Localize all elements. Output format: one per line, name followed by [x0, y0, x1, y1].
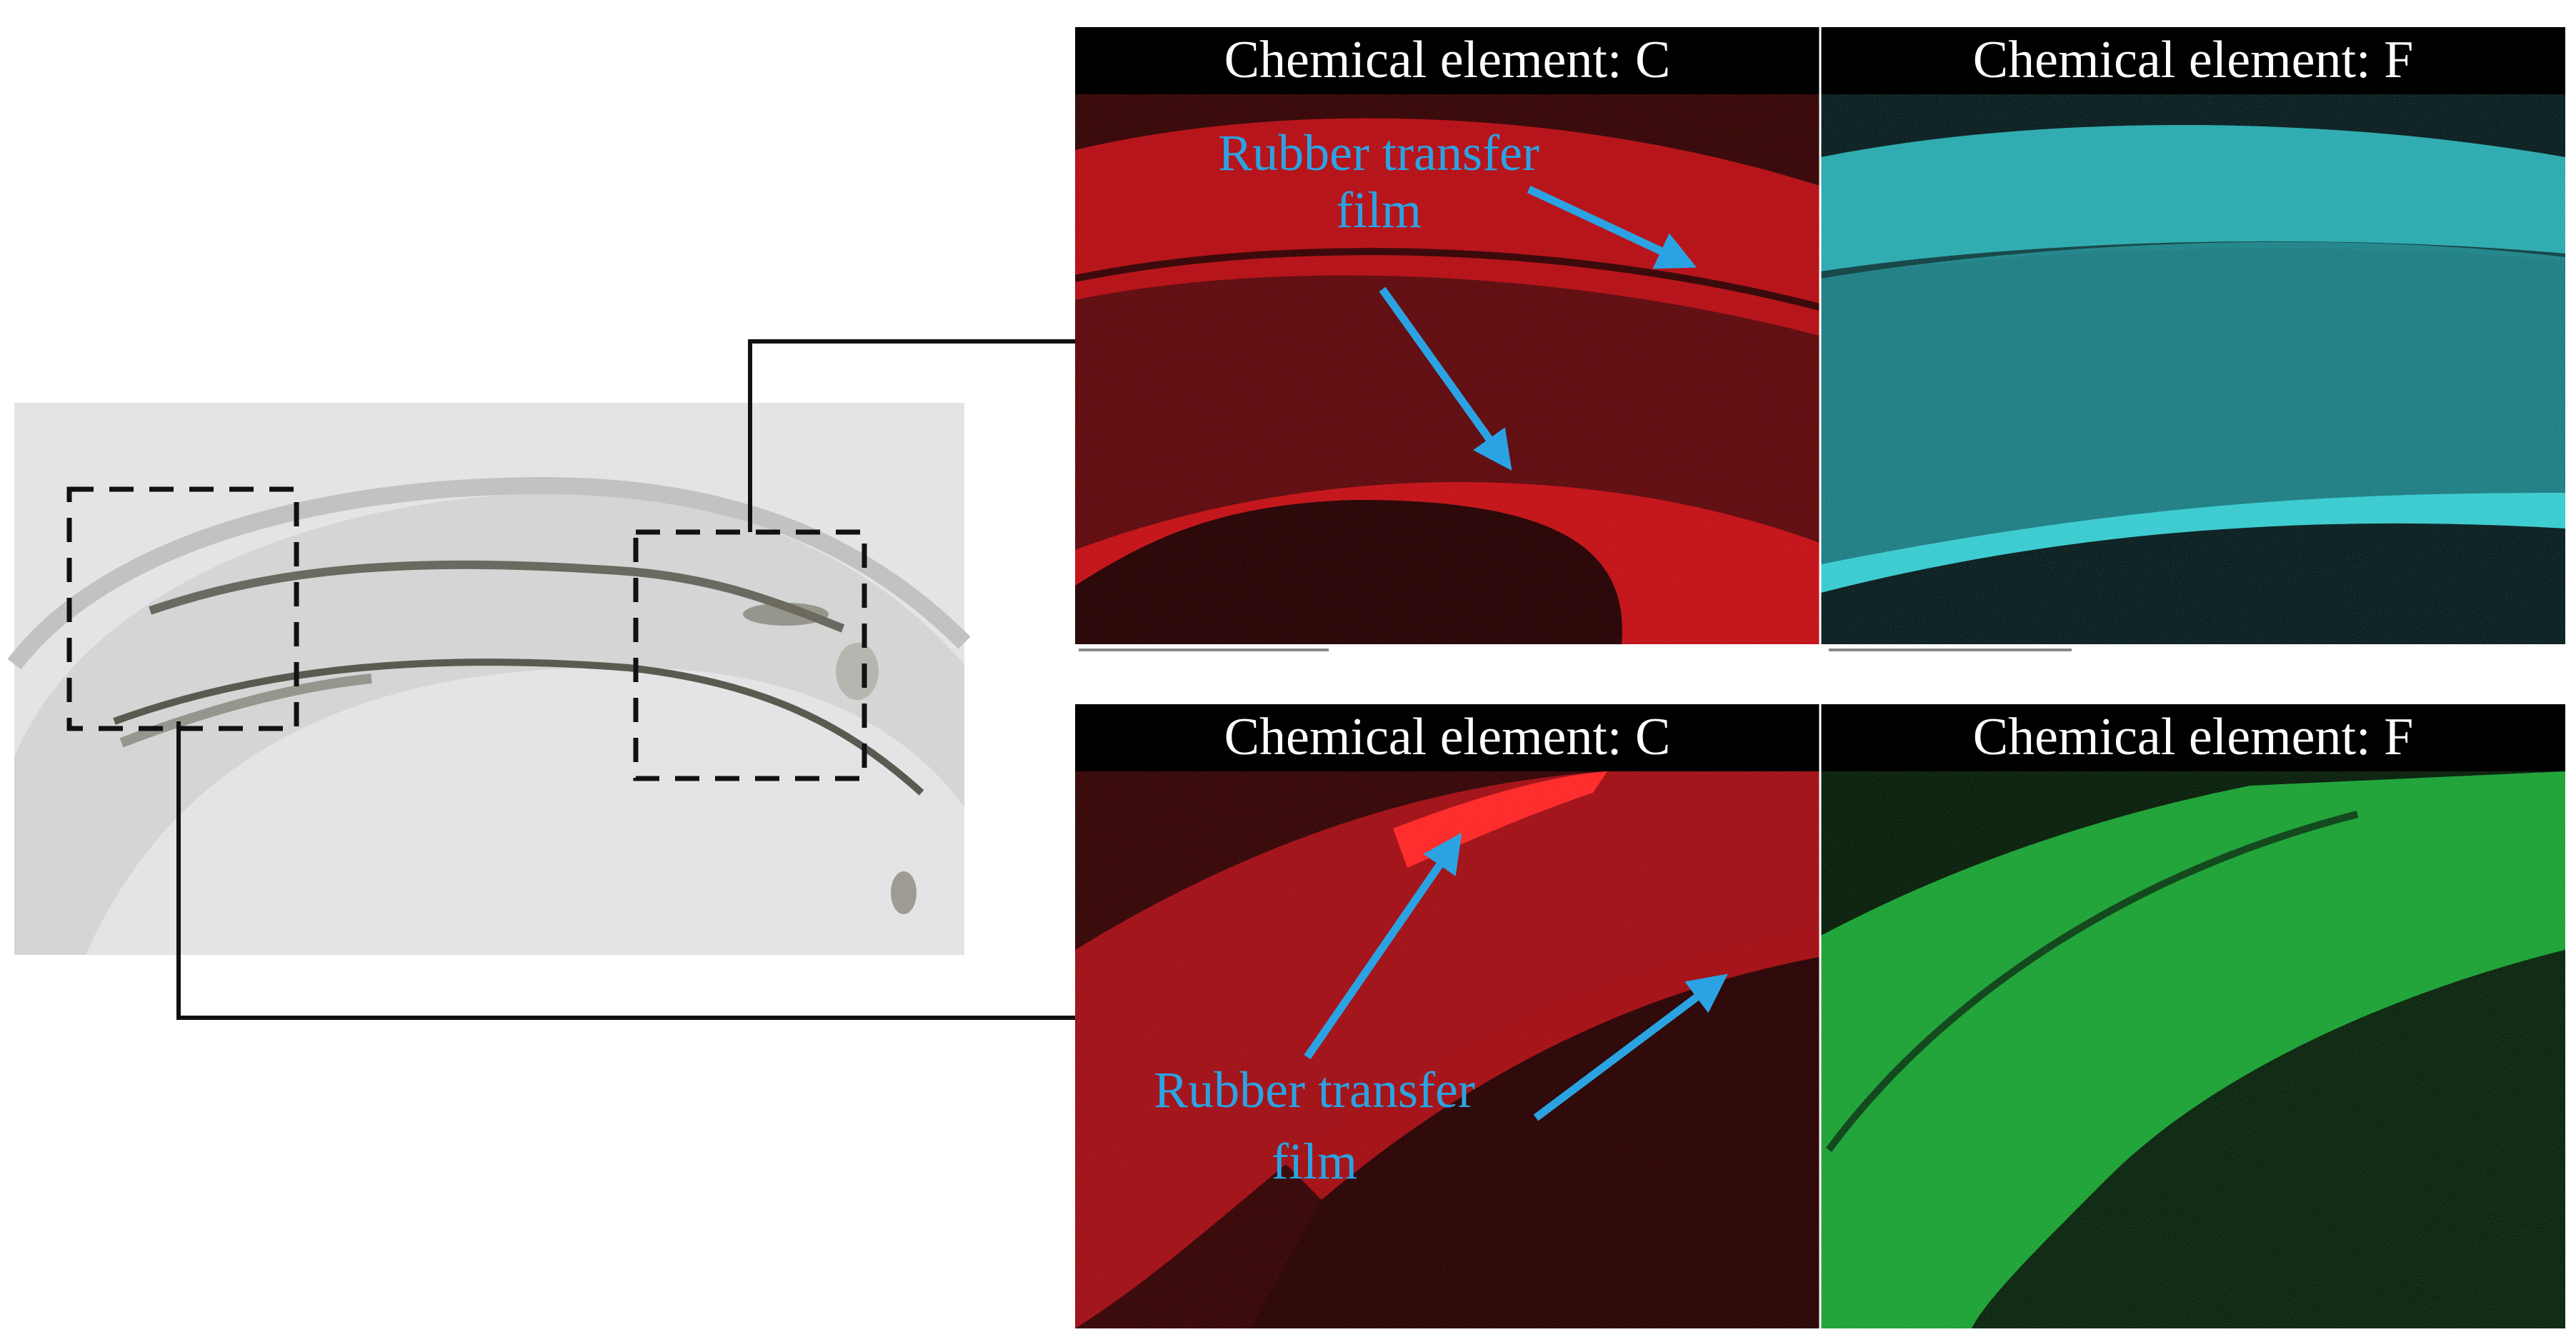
annotation-arrow-2: [1379, 286, 1512, 471]
panel-top-fluorine: Chemical element: F: [1821, 27, 2565, 651]
panel-top-carbon-annotation-line2: film: [1336, 181, 1422, 239]
annotation-arrow-1: [1527, 186, 1697, 269]
selection-box-left: [66, 486, 299, 731]
seal-ring-photo: [7, 403, 971, 955]
connector-line-top: [748, 339, 1075, 532]
panel-top-carbon: Chemical element: C Rubber transfer film: [1075, 27, 1819, 651]
panel-bottom-carbon-annotation-line2: film: [1272, 1133, 1357, 1190]
panel-bottom-carbon-annotation-line1: Rubber transfer: [1154, 1061, 1475, 1118]
panel-bottom-carbon: Chemical element: C Rubber transfer film: [1075, 704, 1819, 1328]
annotation-arrow-3: [1304, 832, 1462, 1060]
panel-top-carbon-annotation-line1: Rubber transfer: [1218, 124, 1539, 181]
annotation-arrow-4: [1533, 973, 1728, 1121]
panel-top-fluorine-title: Chemical element: F: [1973, 31, 2414, 89]
panel-bottom-fluorine-title: Chemical element: F: [1973, 708, 2414, 766]
panel-top-carbon-title: Chemical element: C: [1224, 31, 1671, 89]
panel-bottom-fluorine: Chemical element: F: [1821, 704, 2565, 1328]
panel-bottom-carbon-title: Chemical element: C: [1224, 708, 1671, 766]
connector-line-bottom: [176, 721, 1075, 1020]
